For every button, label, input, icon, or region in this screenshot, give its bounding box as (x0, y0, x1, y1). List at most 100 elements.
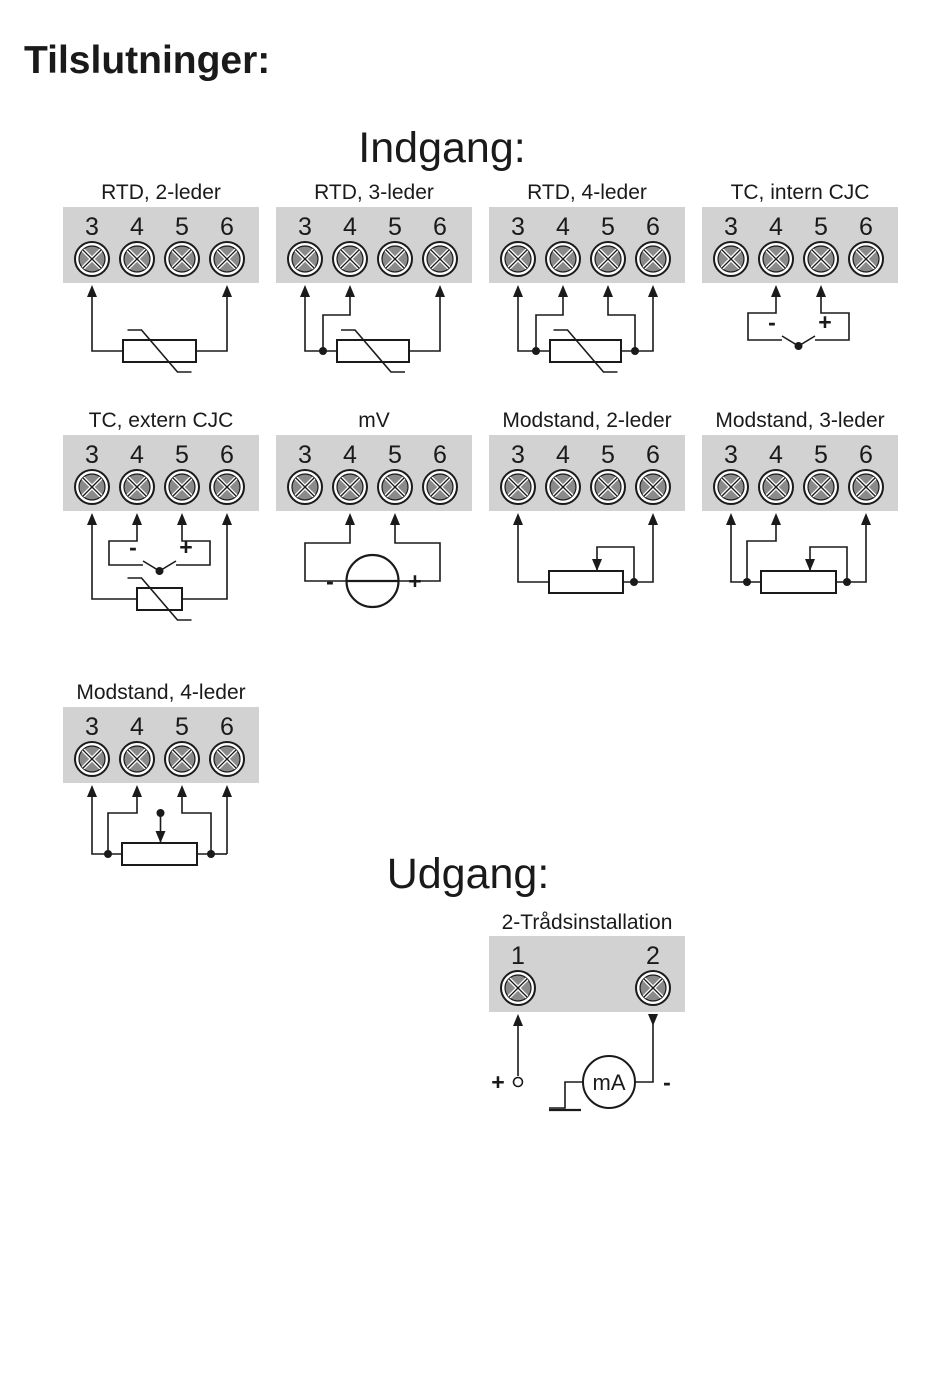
arrow-up-icon (177, 513, 187, 525)
junction-dot (631, 347, 639, 355)
screw-terminal-icon (714, 470, 748, 504)
arrow-up-icon (513, 513, 523, 525)
terminal-number: 6 (433, 213, 447, 241)
screw-terminal-icon (849, 242, 883, 276)
terminal-number: 5 (175, 441, 189, 469)
wire (409, 291, 440, 351)
polarity-minus: - (129, 534, 137, 560)
diagram-label: Modstand, 2-leder (502, 409, 671, 432)
junction-dot (795, 342, 803, 350)
terminal-number: 4 (556, 213, 570, 241)
screw-terminal-icon (333, 242, 367, 276)
arrow-up-icon (222, 513, 232, 525)
terminal-number: 6 (859, 441, 873, 469)
wire (305, 291, 336, 351)
terminal-number: 5 (388, 213, 402, 241)
terminal-number: 6 (433, 441, 447, 469)
screw-terminal-icon (804, 242, 838, 276)
arrow-up-icon (132, 785, 142, 797)
screw-terminal-icon (501, 470, 535, 504)
page-title: Tilslutninger: (24, 39, 270, 82)
arrow-up-icon (648, 513, 658, 525)
arrow-up-icon (87, 785, 97, 797)
screw-terminal-icon (288, 242, 322, 276)
terminal-number: 5 (601, 213, 615, 241)
wire (635, 291, 653, 351)
screw-terminal-icon (165, 242, 199, 276)
wire (549, 1082, 583, 1108)
screw-terminal-icon (288, 470, 322, 504)
screw-terminal-icon (378, 470, 412, 504)
terminal-number: 3 (85, 441, 99, 469)
terminal-number: 6 (646, 213, 660, 241)
screw-terminal-icon (75, 742, 109, 776)
terminal-number: 6 (220, 441, 234, 469)
terminal-number: 4 (769, 213, 783, 241)
screw-terminal-icon (423, 242, 457, 276)
junction-dot (207, 850, 215, 858)
terminal-number: 4 (130, 441, 144, 469)
wire (109, 519, 143, 565)
terminal-number: 3 (298, 213, 312, 241)
arrow-up-icon (816, 285, 826, 297)
screw-terminal-icon (804, 470, 838, 504)
screw-terminal-icon (546, 242, 580, 276)
arrow-up-icon (132, 513, 142, 525)
arrow-up-icon (771, 513, 781, 525)
diagram-label: mV (358, 409, 390, 432)
input-heading: Indgang: (358, 124, 525, 172)
arrow-up-icon (435, 285, 445, 297)
screw-terminal-icon (378, 242, 412, 276)
terminal-number: 5 (175, 213, 189, 241)
screw-terminal-icon (75, 470, 109, 504)
output-heading: Udgang: (387, 850, 550, 898)
diagram-label: Modstand, 4-leder (76, 681, 245, 704)
screw-terminal-icon (759, 242, 793, 276)
screw-terminal-icon (165, 742, 199, 776)
potentiometer-body (122, 843, 197, 865)
screw-terminal-icon (636, 242, 670, 276)
polarity-minus: - (663, 1069, 671, 1095)
junction-dot (743, 578, 751, 586)
potentiometer-body (761, 571, 836, 593)
screw-terminal-icon (501, 971, 535, 1005)
terminal-number: 3 (85, 213, 99, 241)
terminal-number: 5 (814, 441, 828, 469)
polarity-minus: - (768, 309, 776, 335)
screw-terminal-icon (120, 242, 154, 276)
terminal-number: 6 (859, 213, 873, 241)
junction-dot (843, 578, 851, 586)
diagram-group: RTD, 2-leder3456RTD, 3-leder3456RTD, 4-l… (63, 181, 898, 1110)
junction-dot (532, 347, 540, 355)
arrow-up-icon (648, 285, 658, 297)
arrow-down-icon (592, 559, 602, 571)
diagram-label: RTD, 4-leder (527, 181, 647, 204)
wire (748, 291, 782, 340)
junction-dot (156, 567, 164, 575)
arrow-down-icon (648, 1014, 658, 1026)
arrow-up-icon (390, 513, 400, 525)
terminal-number: 3 (724, 213, 738, 241)
potentiometer-body (549, 571, 623, 593)
screw-terminal-icon (849, 470, 883, 504)
polarity-plus: + (491, 1069, 504, 1095)
screw-terminal-icon (591, 470, 625, 504)
screw-terminal-icon (210, 470, 244, 504)
diagram-label: TC, extern CJC (89, 409, 234, 432)
wire (196, 291, 227, 351)
screw-terminal-icon (210, 742, 244, 776)
diagram-label: TC, intern CJC (731, 181, 870, 204)
terminal-number: 5 (388, 441, 402, 469)
terminal-number: 5 (175, 713, 189, 741)
screw-terminal-icon (636, 470, 670, 504)
terminal-number: 4 (343, 213, 357, 241)
arrow-up-icon (87, 285, 97, 297)
wire (92, 291, 123, 351)
arrow-up-icon (345, 285, 355, 297)
arrow-up-icon (345, 513, 355, 525)
terminal-number: 3 (298, 441, 312, 469)
diagram-label: Modstand, 3-leder (715, 409, 884, 432)
ammeter-label: mA (593, 1070, 626, 1095)
